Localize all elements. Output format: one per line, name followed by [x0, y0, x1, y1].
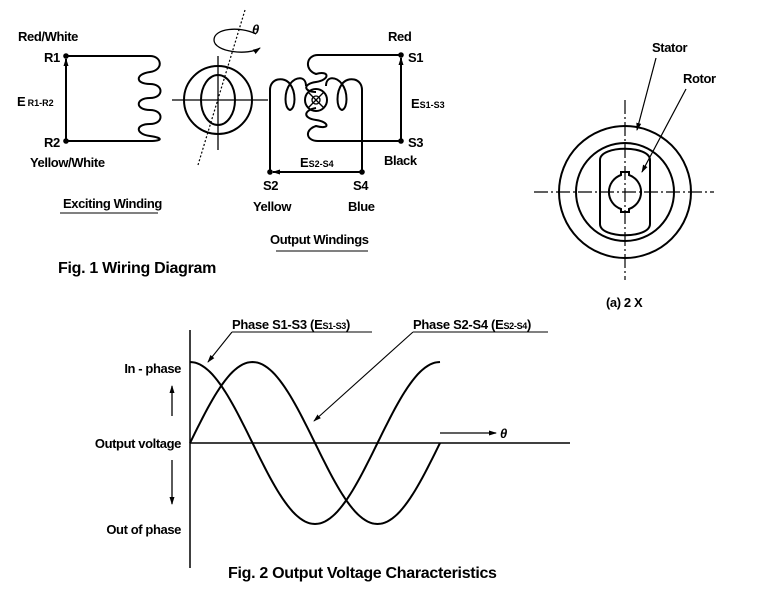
- output-coil-core: [304, 88, 328, 112]
- s1-color-label: Red: [388, 29, 412, 44]
- rotor-body: [599, 147, 651, 237]
- cross-section-caption: (a) 2 X: [606, 295, 643, 310]
- rotation-axis: [197, 9, 246, 166]
- stator-leader: [636, 57, 657, 131]
- rotor-shaft-bore: [607, 171, 643, 213]
- s2-color-label: Yellow: [253, 199, 292, 214]
- y-bottom-label: Out of phase: [106, 522, 181, 537]
- chart-title: Fig. 2 Output Voltage Characteristics: [228, 565, 497, 582]
- output-coil-s2-s4: [269, 77, 363, 172]
- output-coil-core-inner: [311, 95, 321, 105]
- series-s1-s3-label: Phase S1-S3 (ES1-S3): [232, 317, 350, 332]
- r1-terminal-label: R1: [44, 50, 60, 65]
- s4-color-label: Blue: [348, 199, 375, 214]
- series-s2-s4-curve: [189, 360, 441, 526]
- s2-terminal-dot: [267, 169, 273, 175]
- y-top-label: In - phase: [124, 361, 181, 376]
- exciting-winding-title: Exciting Winding: [63, 196, 162, 211]
- output-voltage-chart: θ In - phase Output voltage Out of phase…: [95, 317, 570, 582]
- s3-color-label: Black: [384, 153, 418, 168]
- rotor-symbol: θ: [172, 9, 268, 166]
- exciting-coil: [66, 55, 162, 142]
- r1-color-label: Red/White: [18, 29, 78, 44]
- s4-terminal-label: S4: [353, 178, 369, 193]
- series-s1-s3-leader: [207, 331, 233, 363]
- series-s2-s4-label: Phase S2-S4 (ES2-S4): [413, 317, 531, 332]
- core-cross-2: [307, 91, 325, 109]
- x-axis-label: θ: [500, 426, 507, 441]
- output-windings: Red S1 S3 Black ES1-S3 ES2-S4 S2 Yellow …: [253, 29, 445, 252]
- y-axis-label: Output voltage: [95, 436, 181, 451]
- e-s2-s4-label: ES2-S4: [300, 155, 334, 170]
- rotor-label: Rotor: [683, 71, 716, 86]
- theta-symbol: θ: [252, 22, 259, 37]
- rotation-arrow: [213, 28, 261, 54]
- output-windings-title: Output Windings: [270, 232, 369, 247]
- series-s2-s4-leader: [313, 331, 414, 422]
- s3-terminal-label: S3: [408, 135, 423, 150]
- stator-label: Stator: [652, 40, 688, 55]
- r2-terminal-label: R2: [44, 135, 60, 150]
- e-s1-s3-label: ES1-S3: [411, 96, 445, 111]
- cross-section: Stator Rotor (a) 2 X: [534, 40, 716, 310]
- fig1-caption: Fig. 1 Wiring Diagram: [58, 260, 216, 277]
- s2-terminal-label: S2: [263, 178, 278, 193]
- r2-color-label: Yellow/White: [30, 155, 105, 170]
- s1-terminal-label: S1: [408, 50, 423, 65]
- series-s1-s3-curve: [189, 361, 441, 526]
- output-coil-s1-s3: [305, 54, 401, 142]
